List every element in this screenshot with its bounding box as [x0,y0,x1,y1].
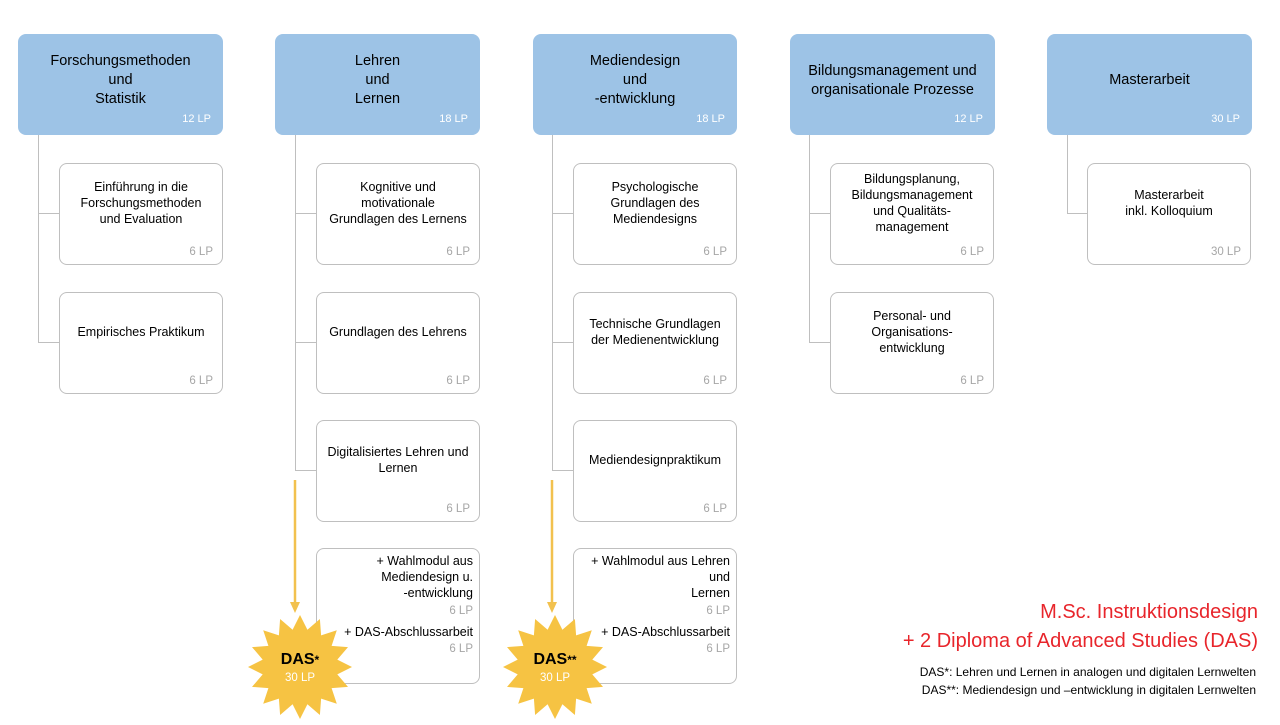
module-card: Bildungsplanung, Bildungsmanagement und … [830,163,994,265]
module-card: Mediendesignpraktikum 6 LP [573,420,737,522]
connector-col4-m1 [809,213,830,214]
abschlussarbeit-lp: 6 LP [706,643,730,655]
module-card: Digitalisiertes Lehren und Lernen 6 LP [316,420,480,522]
connector-col1 [38,135,39,342]
module-name: Empirisches Praktikum [77,325,205,339]
das-suffix: ** [567,653,577,667]
module-lp: 6 LP [189,375,213,387]
module-name: Einführung in die Forschungsmethoden und… [80,180,202,226]
header-title: Bildungsmanagement und organisationale P… [808,62,977,98]
module-name: Psychologische Grundlagen des Mediendesi… [610,180,700,226]
connector-col2 [295,135,296,470]
module-card: Kognitive und motivationale Grundlagen d… [316,163,480,265]
header-title: Forschungsmethoden und Statistik [50,53,191,107]
connector-col2-m1 [295,213,316,214]
connector-col1-m2 [38,342,59,343]
connector-col3-m1 [552,213,573,214]
module-card: Personal- und Organisations- entwicklung… [830,292,994,394]
header-mediendesign: Mediendesign und -entwicklung 18 LP [533,34,737,135]
das-label: DAS [533,651,568,668]
module-lp: 6 LP [703,246,727,258]
connector-col3-m3 [552,470,573,471]
module-lp: 30 LP [1210,246,1241,258]
module-lp: 6 LP [703,375,727,387]
das-elective-box-2: + Wahlmodul aus Lehren und Lernen 6 LP +… [573,548,737,684]
connector-col3 [552,135,553,470]
das-suffix: * [314,653,320,667]
connector-col1-m1 [38,213,59,214]
header-lehren-lernen: Lehren und Lernen 18 LP [275,34,480,135]
connector-col2-m2 [295,342,316,343]
down-arrow-icon [547,480,557,613]
connector-col4 [809,135,810,342]
module-card: Psychologische Grundlagen des Mediendesi… [573,163,737,265]
star-burst-icon [248,615,352,719]
module-lp: 6 LP [189,246,213,258]
abschlussarbeit-lp: 6 LP [449,643,473,655]
wahlmodul-lp: 6 LP [706,605,730,617]
das-lp: 30 LP [284,672,316,684]
connector-col5-m1 [1067,213,1088,214]
header-masterarbeit: Masterarbeit 30 LP [1047,34,1252,135]
header-forschungsmethoden: Forschungsmethoden und Statistik 12 LP [18,34,223,135]
module-name: Masterarbeit inkl. Kolloquium [1125,188,1213,218]
abschlussarbeit-text: + DAS-Abschlussarbeit [344,625,473,639]
das-label: DAS [280,651,315,668]
das-star-badge-1: DAS* 30 LP [246,614,354,720]
wahlmodul-lp: 6 LP [449,605,473,617]
module-card: Technische Grundlagen der Medienentwickl… [573,292,737,394]
connector-col3-m2 [552,342,573,343]
module-lp: 6 LP [446,246,470,258]
module-name: Kognitive und motivationale Grundlagen d… [329,180,467,226]
header-lp: 12 LP [954,113,983,125]
module-lp: 6 LP [960,246,984,258]
header-lp: 12 LP [182,113,211,125]
module-name: Digitalisiertes Lehren und Lernen [327,445,469,475]
module-lp: 6 LP [446,503,470,515]
das-elective-box-1: + Wahlmodul aus Mediendesign u. -entwick… [316,548,480,684]
header-lp: 18 LP [696,113,725,125]
module-name: Bildungsplanung, Bildungsmanagement und … [851,172,973,234]
program-subtitle: + 2 Diploma of Advanced Studies (DAS) [902,630,1258,652]
abschlussarbeit-text: + DAS-Abschlussarbeit [601,625,730,639]
module-card: Grundlagen des Lehrens 6 LP [316,292,480,394]
module-lp: 6 LP [446,375,470,387]
down-arrow-icon [290,480,300,613]
das-star-badge-2: DAS** 30 LP [501,614,609,720]
connector-col2-m3 [295,470,316,471]
das-lp: 30 LP [539,672,571,684]
module-name: Mediendesignpraktikum [588,453,721,467]
module-card: Empirisches Praktikum 6 LP [59,292,223,394]
module-name: Grundlagen des Lehrens [329,325,467,339]
program-title: M.Sc. Instruktionsdesign [1040,601,1258,623]
module-name: Personal- und Organisations- entwicklung [871,309,953,355]
header-lp: 18 LP [439,113,468,125]
connector-col4-m2 [809,342,830,343]
header-title: Lehren und Lernen [354,53,401,107]
star-burst-icon [503,615,607,719]
module-lp: 6 LP [960,375,984,387]
das-note-1: DAS*: Lehren und Lernen in analogen und … [919,665,1256,679]
module-lp: 6 LP [703,503,727,515]
module-card: Einführung in die Forschungsmethoden und… [59,163,223,265]
header-title: Masterarbeit [1109,72,1190,88]
header-lp: 30 LP [1211,113,1240,125]
module-name: Technische Grundlagen der Medienentwickl… [589,317,721,347]
connector-col5 [1067,135,1068,213]
header-bildungsmanagement: Bildungsmanagement und organisationale P… [790,34,995,135]
header-title: Mediendesign und -entwicklung [589,53,681,107]
module-card: Masterarbeit inkl. Kolloquium 30 LP [1087,163,1251,265]
wahlmodul-text: + Wahlmodul aus Lehren und Lernen [591,554,730,600]
das-note-2: DAS**: Mediendesign und –entwicklung in … [921,683,1256,697]
wahlmodul-text: + Wahlmodul aus Mediendesign u. -entwick… [376,554,473,600]
